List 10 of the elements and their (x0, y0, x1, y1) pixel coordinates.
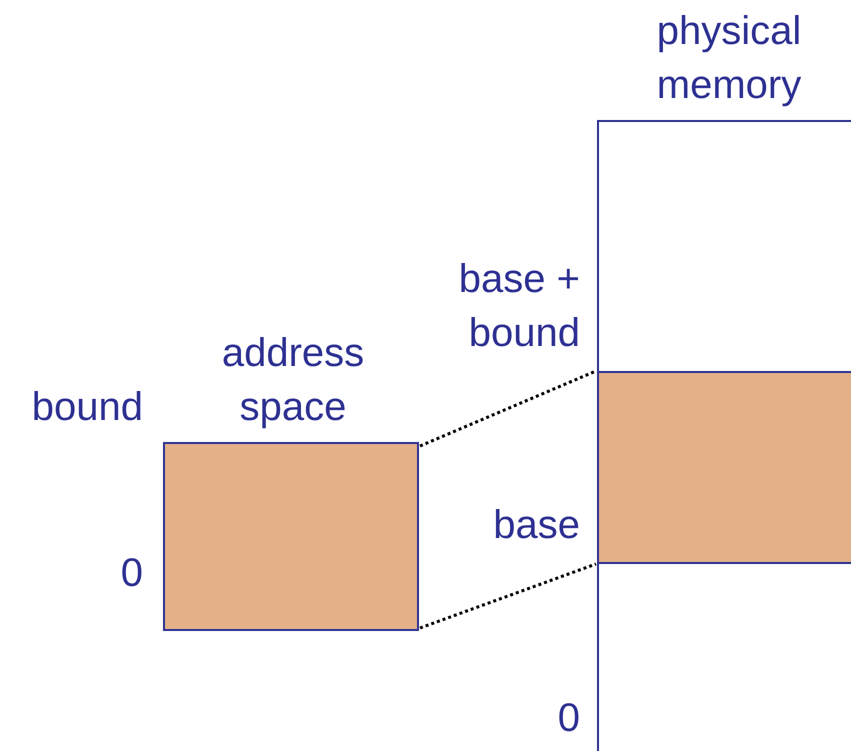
heading: address space (220, 330, 366, 431)
heading: physical memory (656, 8, 802, 109)
mapping-line (419, 562, 597, 630)
address-label: 0 (556, 695, 580, 742)
bound-label: bound (30, 384, 143, 431)
address-label: base (492, 502, 580, 549)
address-label: 0 (120, 550, 143, 597)
memory-segment-box (597, 371, 851, 564)
address-label: base + bound (458, 256, 580, 357)
mapping-line (419, 370, 597, 448)
